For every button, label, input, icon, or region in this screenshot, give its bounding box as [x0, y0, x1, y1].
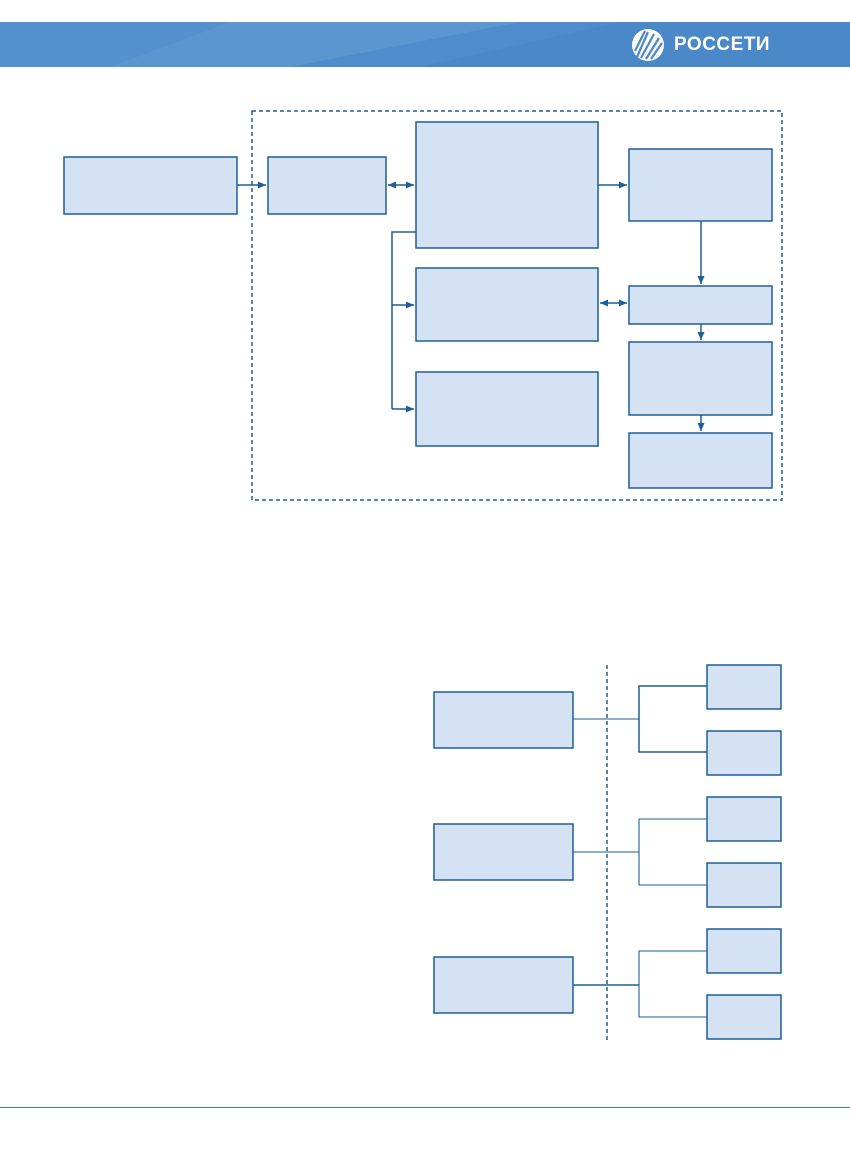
tree-group-3	[433, 928, 782, 1040]
child-box-2a	[706, 796, 782, 842]
main-process-box	[415, 121, 599, 249]
external-source-box	[63, 156, 238, 215]
system-boundary	[251, 110, 783, 501]
child-box-3a	[706, 928, 782, 974]
child-box-1a	[706, 664, 782, 710]
parent-box-3	[433, 956, 574, 1014]
output-box-2	[628, 285, 773, 325]
output-box-1	[628, 148, 773, 222]
bracket-3	[638, 950, 707, 1018]
output-box-4	[628, 432, 773, 489]
bracket-2	[638, 818, 707, 886]
parent-box-2	[433, 823, 574, 881]
output-box-3	[628, 341, 773, 416]
child-box-1b	[706, 730, 782, 776]
footer-rule	[0, 1107, 850, 1108]
rosseti-emblem-icon	[632, 28, 664, 61]
logo-text: РОССЕТИ	[674, 33, 771, 55]
tree-group-2	[433, 796, 782, 908]
child-box-3b	[706, 994, 782, 1040]
process-box-2	[415, 267, 599, 342]
rosseti-logo: РОССЕТИ	[630, 26, 770, 63]
child-box-2b	[706, 862, 782, 908]
input-box	[267, 156, 387, 215]
branch-trunk	[391, 231, 416, 409]
process-box-3	[415, 371, 599, 447]
tree-group-1	[433, 664, 782, 776]
bracket-1	[638, 685, 707, 753]
parent-box-1	[433, 691, 574, 749]
page-header: РОССЕТИ	[0, 22, 850, 67]
header-decoration	[0, 22, 620, 67]
